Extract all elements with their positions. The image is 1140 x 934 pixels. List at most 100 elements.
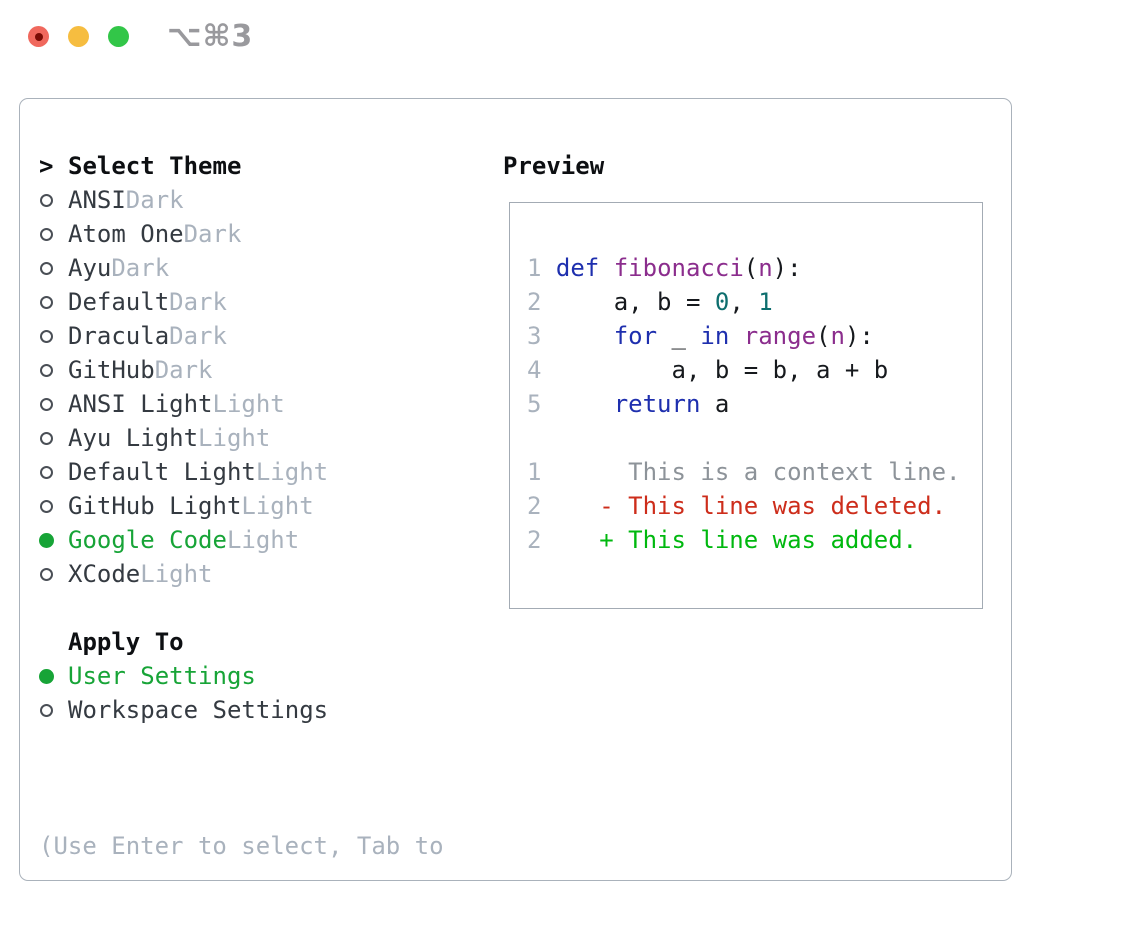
window-title-shortcut: ⌥⌘3 [167,19,254,54]
selected-radio-icon [39,668,68,684]
theme-name: GitHub Light [68,492,242,520]
code-token: , [729,288,759,316]
theme-option[interactable]: Ayu Dark [39,251,489,285]
radio-icon [39,261,68,275]
theme-option[interactable]: Dracula Dark [39,319,489,353]
minimize-button[interactable] [68,26,89,47]
radio-icon [39,499,68,513]
code-token: ): [844,322,874,350]
radio-icon [39,397,68,411]
code-token: ( [743,254,759,282]
theme-name: Google Code [68,526,227,554]
theme-option[interactable]: GitHub Dark [39,353,489,387]
preview-column: Preview 1 def fibonacci(n):2 a, b = 0, 1… [503,149,1003,609]
code-token: a [700,390,730,418]
gap [39,591,489,625]
apply-to-label: Workspace Settings [68,696,329,724]
code-token: return [613,390,701,418]
code-token: a, b = b, a + b [671,356,889,384]
line-number: 2 [527,526,542,554]
line-number: 3 [527,322,542,350]
code-line: 4 a, b = b, a + b [527,353,982,387]
close-dot-icon [34,32,43,41]
theme-variant: Dark [169,288,227,316]
theme-name: GitHub [68,356,155,384]
radio-icon [39,329,68,343]
radio-icon [39,193,68,207]
preview-title: Preview [503,152,605,180]
code-token: 1 [758,288,773,316]
theme-option[interactable]: ANSI Light Light [39,387,489,421]
hint-text: (Use Enter to select, Tab to change focu… [39,761,489,934]
theme-name: Default Light [68,458,256,486]
code-token: This is a context line. [628,458,961,486]
apply-to-label: User Settings [68,662,256,690]
theme-variant: Dark [183,220,242,248]
apply-to-title: Apply To [68,628,184,656]
select-theme-title: Select Theme [68,152,242,180]
theme-option[interactable]: Ayu Light Light [39,421,489,455]
theme-name: ANSI [68,186,126,214]
theme-name: Default [68,288,170,316]
radio-icon [39,703,68,717]
apply-to-option[interactable]: User Settings [39,659,489,693]
select-theme-header: > Select Theme [39,149,489,183]
theme-name: Dracula [68,322,170,350]
theme-option[interactable]: XCode Light [39,557,489,591]
theme-variant: Light [241,492,314,520]
apply-to-option[interactable]: Workspace Settings [39,693,489,727]
apply-to-header: Apply To [39,625,489,659]
theme-option[interactable]: Default Light Light [39,455,489,489]
code-line: 3 for _ in range(n): [527,319,982,353]
theme-name: Ayu [68,254,112,282]
code-line [527,421,982,455]
theme-name: Ayu Light [68,424,199,452]
theme-option[interactable]: Google Code Light [39,523,489,557]
code-token: for [613,322,658,350]
theme-variant: Light [226,526,300,554]
radio-icon [39,567,68,581]
code-token: in [700,322,730,350]
code-token: 0 [714,288,730,316]
code-token: - This line was deleted. [599,492,947,520]
theme-option[interactable]: GitHub Light Light [39,489,489,523]
radio-icon [39,227,68,241]
theme-variant: Light [255,458,329,486]
theme-name: ANSI Light [68,390,213,418]
theme-variant: Light [198,424,271,452]
code-token: a, b = [613,288,715,316]
code-line: 2 + This line was added. [527,523,982,557]
code-line: 2 a, b = 0, 1 [527,285,982,319]
traffic-lights [28,26,129,47]
close-button[interactable] [28,26,49,47]
code-token: n [830,322,845,350]
code-token: range [743,322,817,350]
theme-variant: Light [212,390,285,418]
selected-radio-icon [39,532,68,548]
theme-option[interactable]: Default Dark [39,285,489,319]
code-token: ): [772,254,802,282]
code-token [729,322,743,350]
code-token: _ [657,322,701,350]
hint-line: (Use Enter to select, Tab to [39,832,444,860]
radio-icon [39,363,68,377]
theme-option[interactable]: Atom One Dark [39,217,489,251]
line-number: 2 [527,492,542,520]
theme-variant: Dark [154,356,213,384]
radio-icon [39,465,68,479]
maximize-button[interactable] [108,26,129,47]
code-token: + This line was added. [599,526,918,554]
code-line: 1 def fibonacci(n): [527,251,982,285]
theme-option[interactable]: ANSI Dark [39,183,489,217]
gap [39,727,489,761]
code-line: 1 This is a context line. [527,455,982,489]
code-line: 5 return a [527,387,982,421]
code-token: def [555,254,600,282]
preview-header: Preview [503,149,1003,183]
line-number: 2 [527,288,542,316]
